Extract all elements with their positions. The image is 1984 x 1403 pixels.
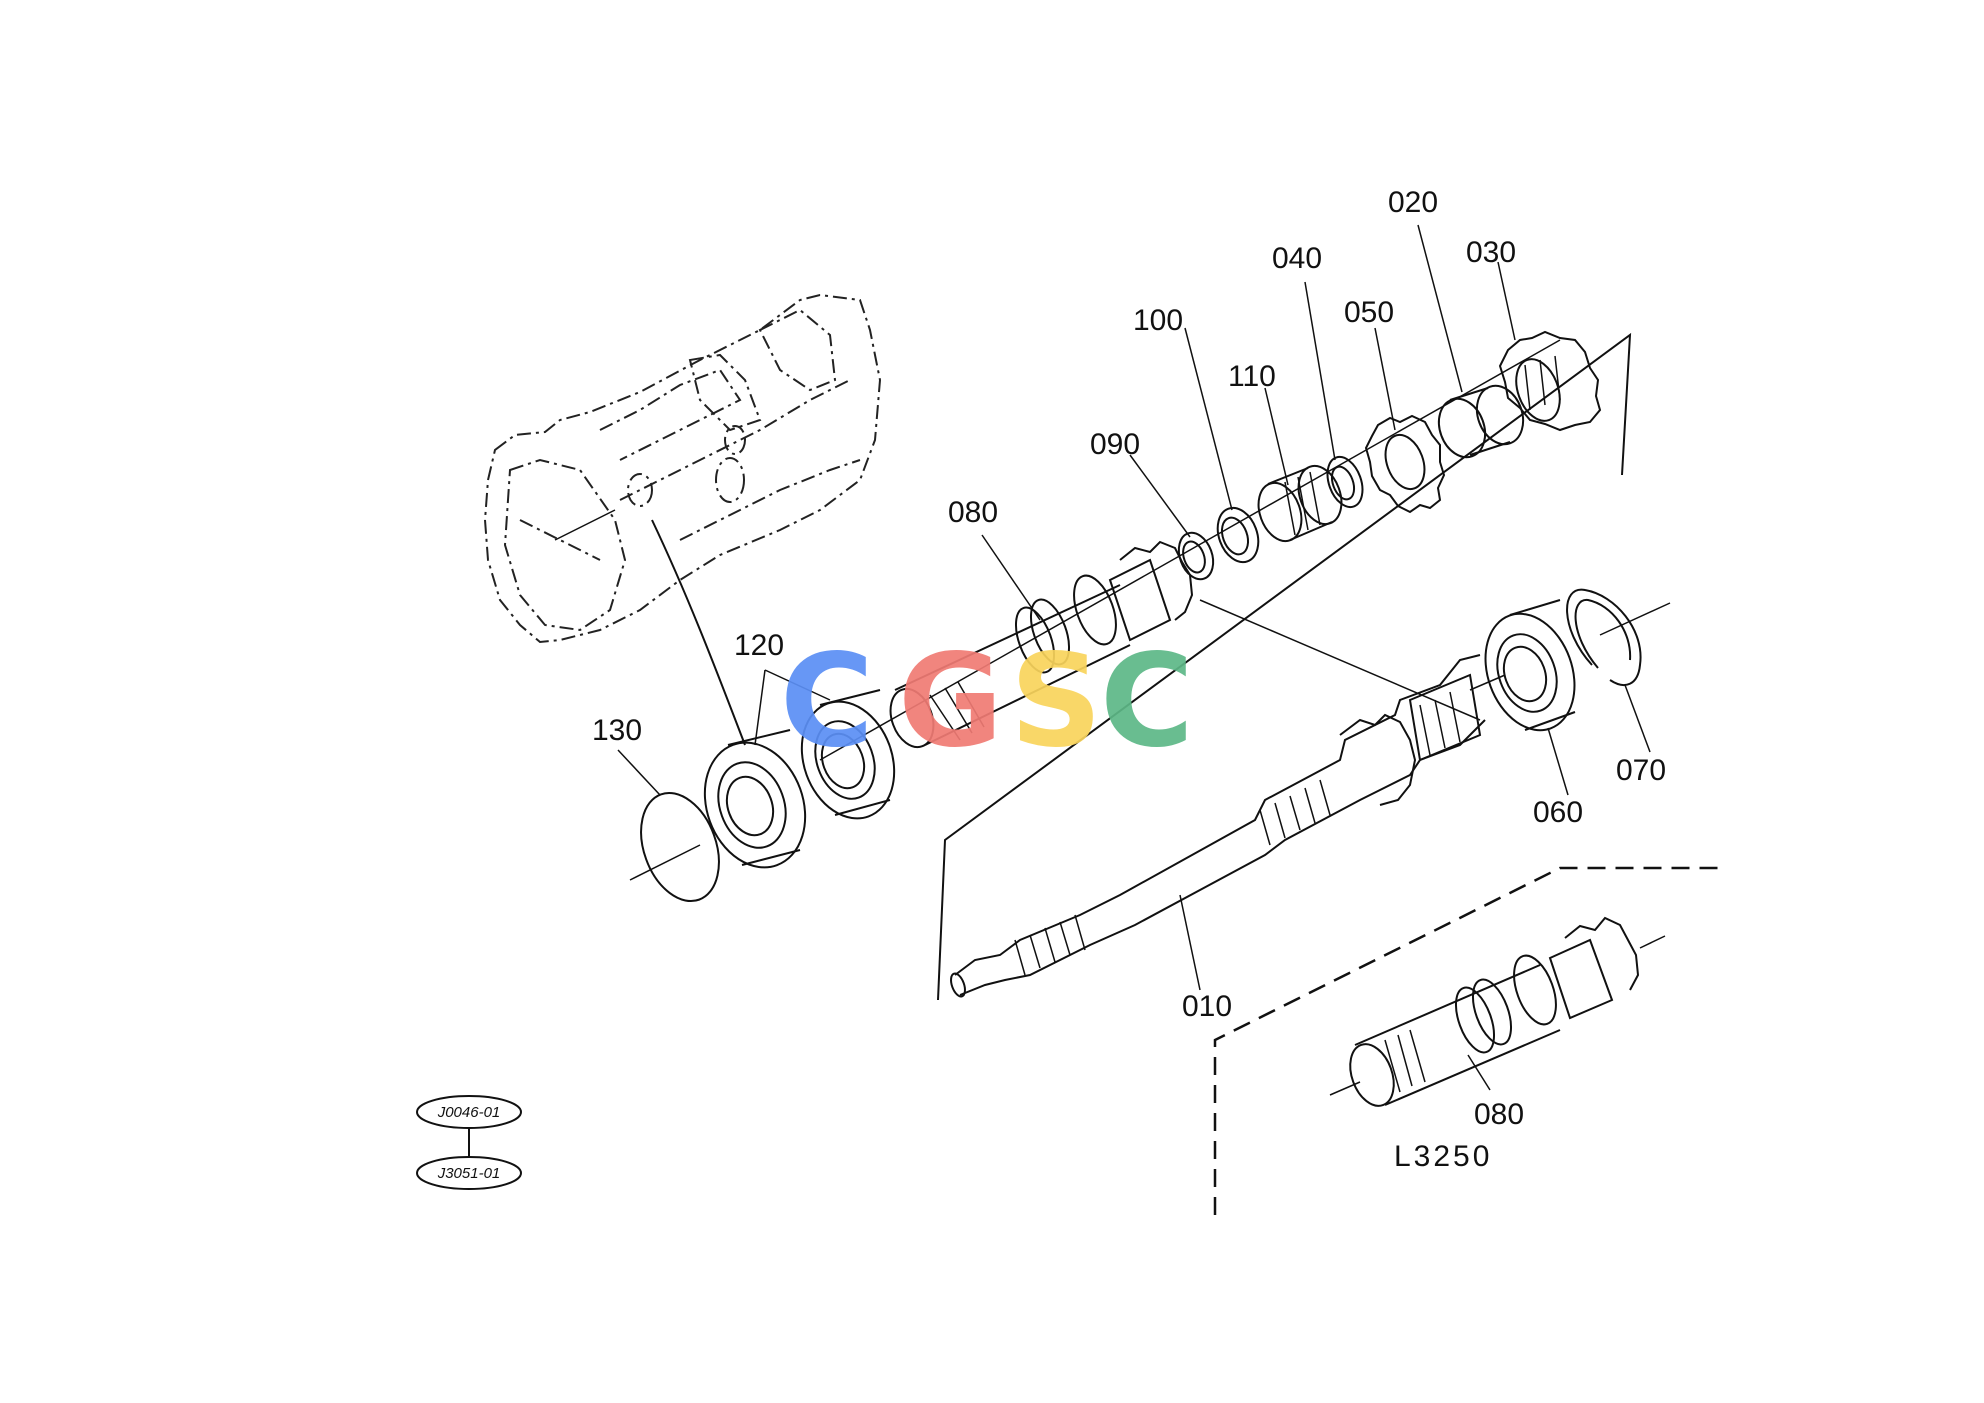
gear-030 [1498, 330, 1602, 432]
callout-030: 030 [1466, 236, 1516, 269]
callout-070: 070 [1616, 754, 1666, 787]
callout-120: 120 [734, 629, 784, 662]
callout-080-bottom: 080 [1474, 1098, 1524, 1131]
collar-100 [1216, 506, 1260, 564]
needle-bearing-110 [1257, 464, 1343, 543]
callout-110: 110 [1228, 360, 1276, 393]
callout-020: 020 [1388, 186, 1438, 219]
callout-040: 040 [1272, 242, 1322, 275]
callout-130: 130 [592, 714, 642, 747]
collar-020 [1437, 384, 1525, 459]
reference-code-top: J0046-01 [437, 1104, 501, 1121]
reference-codes: J0046-01 J3051-01 [416, 1095, 522, 1190]
snap-ring-070 [1566, 588, 1642, 686]
variant-label: L3250 [1394, 1140, 1492, 1173]
callout-060: 060 [1533, 796, 1583, 829]
collar-090 [1177, 531, 1215, 581]
input-shaft-080-bottom [1213, 866, 1720, 1215]
watermark-logo: C G S C [780, 627, 1194, 776]
input-shaft-080-top [889, 540, 1194, 749]
reference-code-bottom: J3051-01 [437, 1165, 501, 1182]
washer-040 [1326, 455, 1364, 509]
callout-labels: 020 030 040 050 100 110 090 080 120 130 … [592, 186, 1666, 1173]
callout-010: 010 [1182, 990, 1232, 1023]
bearing-120-left [703, 729, 807, 869]
transmission-housing [483, 293, 882, 746]
callout-090: 090 [1090, 428, 1140, 461]
leader-lines [617, 224, 1651, 1091]
o-ring-130 [640, 791, 720, 903]
assembly-axis-lines [629, 332, 1632, 1001]
callout-100: 100 [1133, 304, 1183, 337]
watermark-letter-4: C [1100, 627, 1194, 776]
callout-080-top: 080 [948, 496, 998, 529]
callout-050: 050 [1344, 296, 1394, 329]
watermark-letter-1: C [780, 627, 874, 776]
bearing-120-right [800, 689, 896, 820]
bearing-060 [1484, 599, 1671, 732]
gear-050 [1364, 414, 1446, 514]
watermark-letter-3: S [1010, 627, 1102, 776]
watermark-letter-2: G [898, 627, 1003, 776]
